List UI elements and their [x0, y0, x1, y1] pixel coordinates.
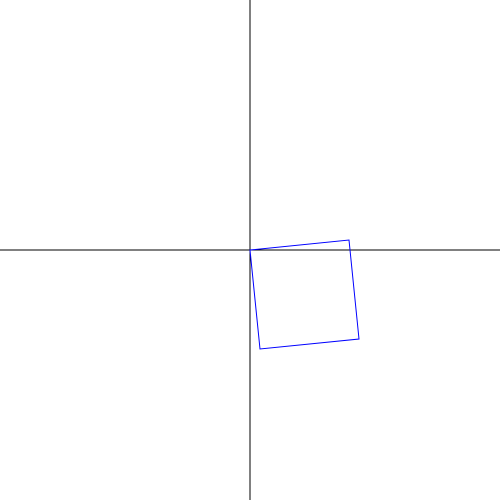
rotated-square [249, 239, 360, 350]
